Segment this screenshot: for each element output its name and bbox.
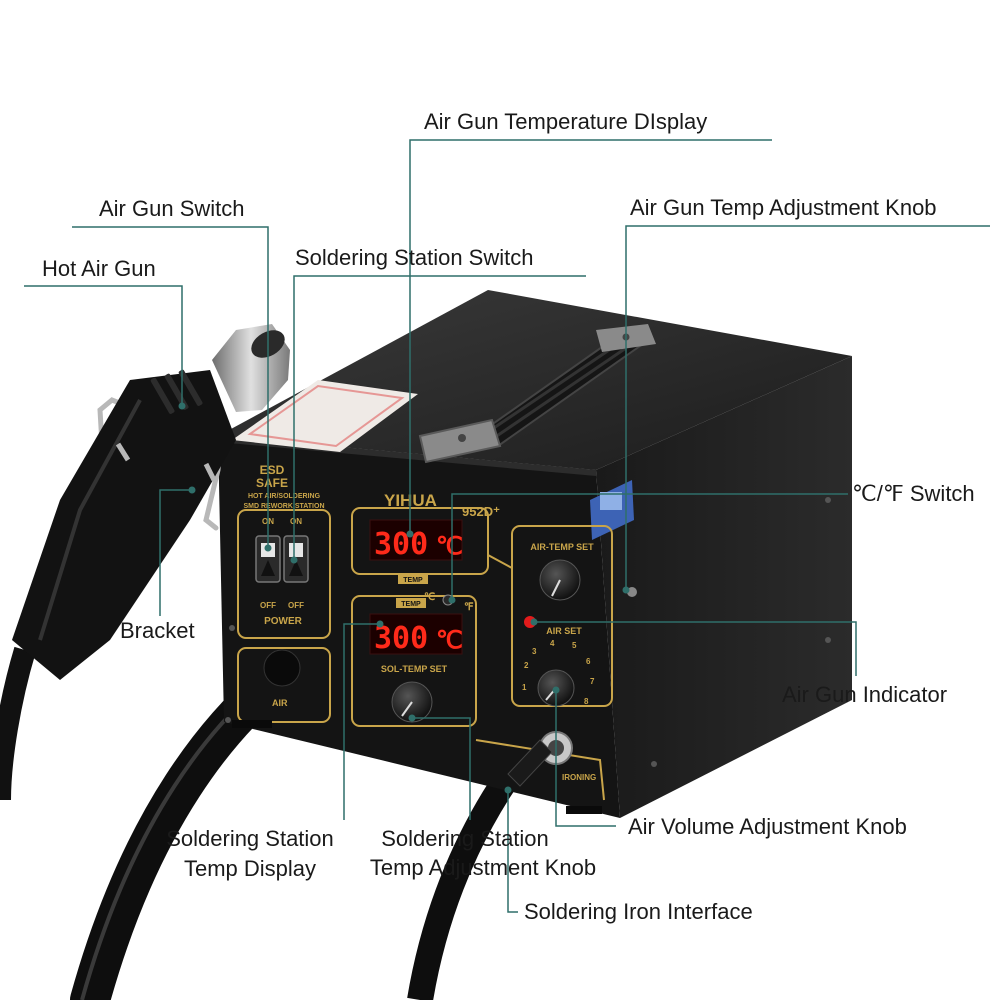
label-sol-temp-knob-line1: Soldering Station	[381, 826, 549, 851]
label-air-gun-temp-display: Air Gun Temperature DIsplay	[424, 109, 708, 134]
label-sol-temp-knob-line2: Temp Adjustment Knob	[369, 855, 597, 880]
label-soldering-iron-interface: Soldering Iron Interface	[524, 899, 753, 924]
front-panel	[237, 507, 613, 801]
air-port-label: AIR	[272, 698, 288, 708]
sol-temp-reading: 300	[374, 621, 428, 656]
device-model: 952D⁺	[462, 504, 500, 519]
dial-number-2: 2	[524, 661, 529, 670]
label-sol-temp-display-line1: Soldering Station	[166, 826, 334, 851]
dial-number-5: 5	[572, 641, 577, 650]
fahrenheit-mark: ℉	[464, 602, 474, 613]
air-temp-reading: 300	[374, 527, 428, 562]
dial-number-4: 4	[550, 639, 555, 648]
celsius-mark: ℃	[424, 592, 435, 603]
label-sol-temp-display-line2: Temp Display	[183, 856, 317, 881]
off-label-right: OFF	[288, 601, 304, 610]
power-label: POWER	[264, 616, 303, 627]
air-temp-display	[369, 519, 463, 561]
station-top	[218, 290, 852, 470]
iron-plug	[507, 739, 553, 787]
label-bracket: Bracket	[120, 618, 195, 643]
hot-air-gun-handle	[12, 370, 236, 680]
sol-temp-unit: ℃	[436, 626, 463, 654]
leader-dots	[178, 402, 630, 794]
air-temp-unit: ℃	[436, 532, 463, 560]
dial-number-6: 6	[586, 657, 591, 666]
air-gun-cable	[0, 646, 36, 801]
dial-number-3: 3	[532, 647, 537, 656]
description-line-1: HOT AIR/SOLDERING	[248, 493, 321, 500]
dial-number-7: 7	[590, 677, 595, 686]
dial-number-1: 1	[522, 683, 527, 692]
esd-label-2: SAFE	[256, 476, 288, 490]
label-hot-air-gun: Hot Air Gun	[42, 256, 156, 281]
iron-port-label: IRONING	[562, 773, 596, 782]
off-label-left: OFF	[260, 601, 276, 610]
description-line-2: SMD REWORK STATION	[243, 503, 324, 510]
sol-temp-set-label: SOL-TEMP SET	[381, 664, 448, 674]
label-air-gun-indicator: Air Gun Indicator	[782, 682, 948, 707]
label-air-volume-knob: Air Volume Adjustment Knob	[628, 814, 907, 839]
esd-label-1: ESD	[260, 463, 285, 477]
air-outlet-port	[263, 649, 301, 687]
temp-tag-bottom: TEMP	[401, 601, 421, 608]
label-soldering-station-switch: Soldering Station Switch	[295, 245, 534, 270]
air-temp-set-label: AIR-TEMP SET	[530, 542, 594, 552]
station-side	[596, 356, 852, 818]
leader-lines	[24, 139, 990, 913]
label-air-gun-switch: Air Gun Switch	[99, 196, 245, 221]
label-c-f-switch: ℃/℉ Switch	[852, 481, 975, 506]
air-set-label: AIR SET	[546, 626, 582, 636]
panel-screw-top	[627, 587, 637, 597]
label-air-gun-temp-knob: Air Gun Temp Adjustment Knob	[630, 195, 937, 220]
sol-temp-display	[369, 613, 463, 655]
dial-number-8: 8	[584, 697, 589, 706]
temp-tag-top: TEMP	[403, 577, 423, 584]
on-label-right: ON	[290, 517, 302, 526]
warning-sticker	[232, 380, 418, 452]
